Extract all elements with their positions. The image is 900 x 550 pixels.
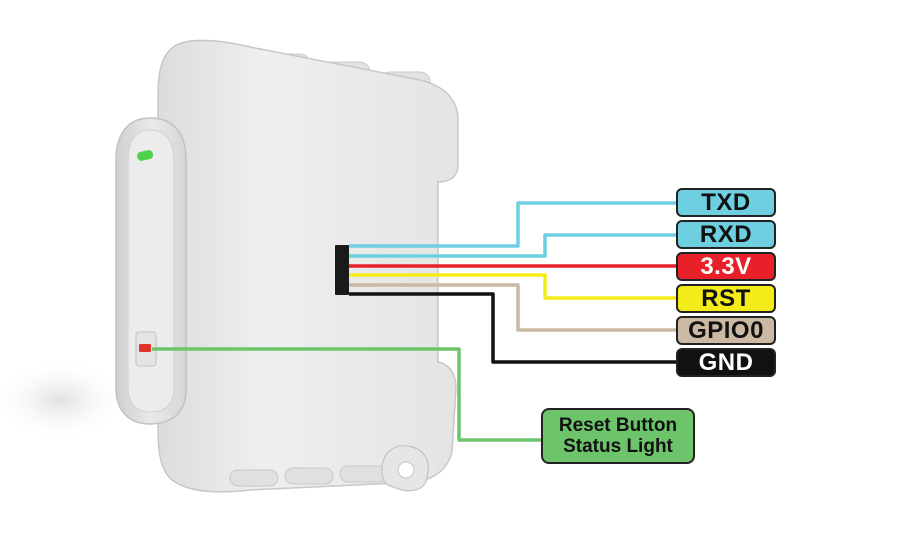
pin-header-connector — [335, 245, 349, 295]
wire-rst — [349, 273, 677, 300]
pin-label-rxd: RXD — [676, 220, 776, 249]
reset-label-line2: Status Light — [563, 436, 673, 457]
device-bottom-ribs — [229, 465, 389, 487]
pin-label-gnd: GND — [676, 348, 776, 377]
wire-txd — [349, 201, 677, 248]
wires — [152, 201, 677, 442]
wire-rxd — [349, 233, 677, 258]
reset-label-line1: Reset Button — [558, 415, 678, 436]
reset-status-label: Reset Button Status Light — [541, 408, 695, 464]
reset-button[interactable] — [139, 344, 151, 352]
wire-reset-status — [152, 347, 542, 442]
device-shadow — [0, 360, 130, 440]
pin-label-v33: 3.3V — [676, 252, 776, 281]
wire-gpio0 — [349, 283, 677, 332]
device-clip-hole — [397, 461, 415, 479]
status-led — [137, 150, 154, 161]
device-side-inset — [127, 129, 175, 413]
pin-label-txd: TXD — [676, 188, 776, 217]
pin-label-gpio0: GPIO0 — [676, 316, 776, 345]
wire-gnd — [349, 292, 677, 364]
device-body — [157, 39, 459, 493]
pin-label-rst: RST — [676, 284, 776, 313]
